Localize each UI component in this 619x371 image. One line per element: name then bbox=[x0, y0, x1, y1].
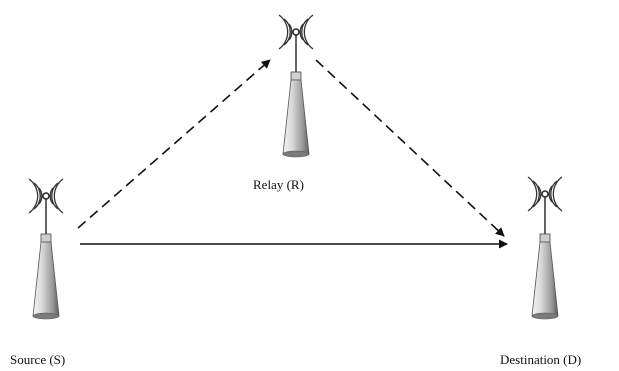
link-source-to-relay bbox=[77, 59, 271, 229]
destination-label: Destination (D) bbox=[500, 352, 582, 367]
links bbox=[77, 59, 508, 249]
relay-label: Relay (R) bbox=[253, 177, 304, 192]
link-relay-to-destination bbox=[315, 59, 505, 237]
source-antenna-icon bbox=[28, 178, 64, 320]
relay-antenna-icon bbox=[278, 14, 314, 158]
source-label: Source (S) bbox=[10, 352, 66, 367]
destination-antenna-icon bbox=[527, 176, 563, 320]
